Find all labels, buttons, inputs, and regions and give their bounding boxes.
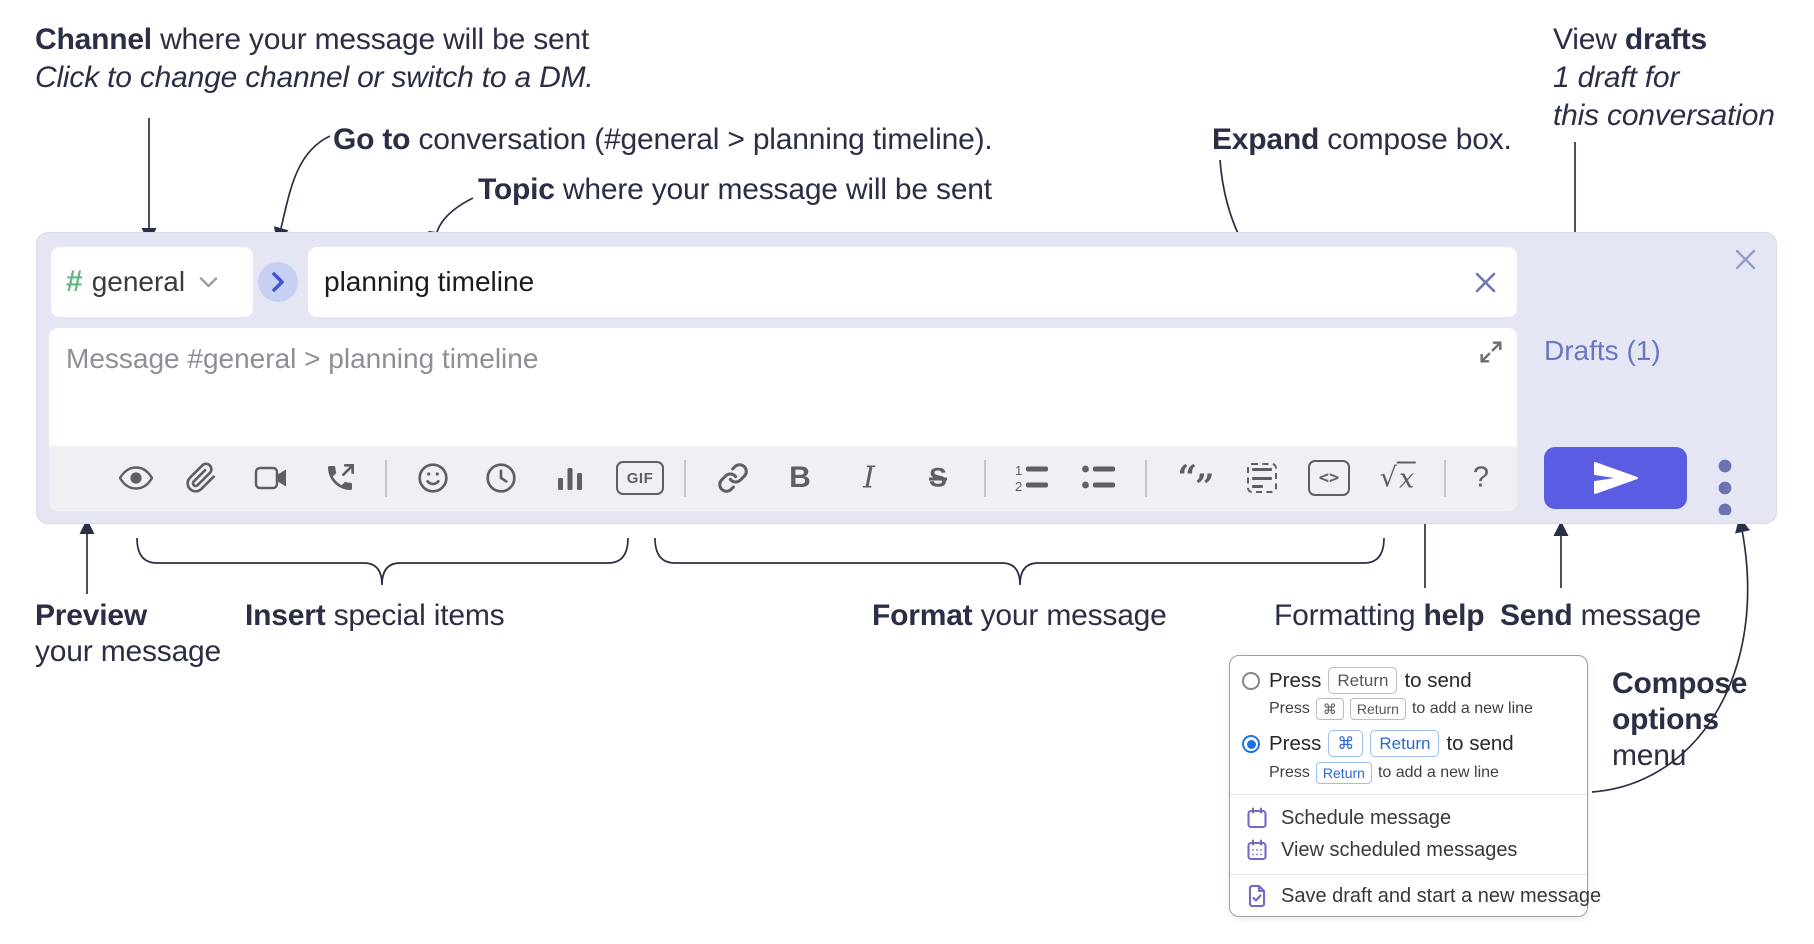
toolbar-divider	[1145, 460, 1147, 497]
channel-hash-icon: #	[66, 265, 83, 298]
emoji-smiley-icon[interactable]	[417, 462, 449, 494]
goto-annotation: Go to conversation (#general > planning …	[333, 123, 993, 156]
cmd-key: ⌘	[1315, 698, 1344, 720]
bold-icon[interactable]: B	[789, 461, 811, 494]
expand-compose-icon[interactable]	[1477, 338, 1505, 371]
code-icon[interactable]: <>	[1308, 460, 1350, 496]
drafts-link[interactable]: Drafts (1)	[1544, 335, 1661, 366]
toolbar-divider	[385, 460, 387, 497]
menu-item-view-scheduled[interactable]: View scheduled messages	[1245, 838, 1517, 862]
schedule-clock-icon[interactable]	[485, 462, 517, 494]
arrow-goto	[273, 135, 331, 243]
format-annotation: Format your message	[872, 599, 1167, 632]
preview-annotation: Preview	[35, 599, 148, 632]
chevron-down-icon	[199, 276, 218, 289]
send-annotation: Send message	[1500, 599, 1702, 632]
menu-divider	[1230, 794, 1587, 796]
calendar-icon	[1247, 807, 1267, 829]
option-cmd-return-sub: Press Return to add a new line	[1269, 762, 1499, 784]
svg-text:2: 2	[1015, 479, 1022, 493]
channel-name: general	[91, 266, 186, 297]
brace-format	[654, 537, 1385, 586]
option-cmd-return-to-send[interactable]: Press ⌘ Return to send	[1269, 730, 1514, 757]
return-key: Return	[1315, 762, 1372, 784]
attach-paperclip-icon[interactable]	[185, 462, 217, 494]
compose-options-annotation: Compose options menu	[1612, 667, 1748, 772]
radio-return-to-send[interactable]	[1242, 672, 1260, 690]
italic-icon[interactable]: I	[863, 460, 875, 496]
topic-input[interactable]: planning timeline	[308, 247, 1517, 317]
formatting-help-annotation: Formatting help	[1274, 599, 1485, 632]
message-placeholder: Message #general > planning timeline	[66, 343, 539, 374]
insert-annotation: Insert special items	[245, 599, 505, 632]
poll-chart-icon[interactable]	[556, 464, 584, 492]
menu-item-save-draft[interactable]: Save draft and start a new message	[1245, 884, 1601, 908]
message-area[interactable]: Message #general > planning timeline	[49, 328, 1517, 511]
video-call-icon[interactable]	[254, 465, 288, 491]
draft-check-icon	[1248, 884, 1266, 908]
strikethrough-icon[interactable]: S	[928, 462, 948, 493]
return-key: Return	[1349, 698, 1406, 720]
brace-insert	[136, 537, 629, 586]
return-key: Return	[1328, 667, 1398, 694]
spoiler-icon[interactable]	[1247, 463, 1277, 493]
preview-eye-icon[interactable]	[118, 465, 154, 491]
drafts-annotation-sub2: this conversation	[1553, 99, 1775, 132]
topic-annotation: Topic where your message will be sent	[478, 173, 992, 206]
toolbar-divider	[984, 460, 986, 497]
preview-annotation-sub: your message	[35, 635, 222, 668]
send-button[interactable]	[1544, 447, 1687, 509]
channel-annotation: Channel where your message will be sent	[35, 23, 590, 56]
view-drafts-annotation: View drafts	[1553, 23, 1707, 56]
expand-annotation: Expand compose box.	[1212, 123, 1512, 156]
close-compose-icon[interactable]	[1729, 243, 1762, 276]
help-icon[interactable]: ?	[1472, 461, 1490, 494]
compose-options-popup: Press Return to send Press ⌘ Return to a…	[1229, 655, 1601, 917]
return-key: Return	[1370, 730, 1440, 757]
option-return-sub: Press ⌘ Return to add a new line	[1269, 698, 1533, 720]
cmd-key: ⌘	[1328, 730, 1364, 757]
bulleted-list-icon[interactable]	[1081, 463, 1117, 493]
voice-call-icon[interactable]	[324, 462, 356, 494]
channel-selector[interactable]: # general	[51, 247, 253, 317]
compose-box: # general planning timeline Message #gen…	[36, 232, 1777, 524]
topic-value: planning timeline	[324, 266, 535, 297]
drafts-annotation-sub1: 1 draft for	[1553, 61, 1680, 94]
send-arrow-icon	[1593, 462, 1638, 494]
menu-divider	[1230, 874, 1587, 876]
toolbar-divider	[1444, 460, 1446, 497]
go-to-conversation-button[interactable]	[258, 262, 298, 302]
toolbar-divider	[684, 460, 686, 497]
link-icon[interactable]	[717, 462, 749, 494]
compose-options-dots-icon[interactable]	[1717, 455, 1733, 515]
radio-cmd-return-to-send[interactable]	[1242, 735, 1260, 753]
quote-icon[interactable]: “”	[1177, 458, 1214, 507]
math-icon[interactable]: √x	[1379, 461, 1417, 495]
gif-icon[interactable]: GIF	[616, 461, 664, 495]
chevron-right-icon	[272, 272, 284, 292]
menu-item-schedule-message[interactable]: Schedule message	[1245, 806, 1451, 830]
clear-topic-icon[interactable]	[1468, 265, 1503, 300]
option-return-to-send[interactable]: Press Return to send	[1269, 667, 1472, 694]
svg-text:1: 1	[1015, 463, 1022, 478]
channel-annotation-sub: Click to change channel or switch to a D…	[35, 61, 594, 94]
calendar-grid-icon	[1247, 839, 1267, 861]
